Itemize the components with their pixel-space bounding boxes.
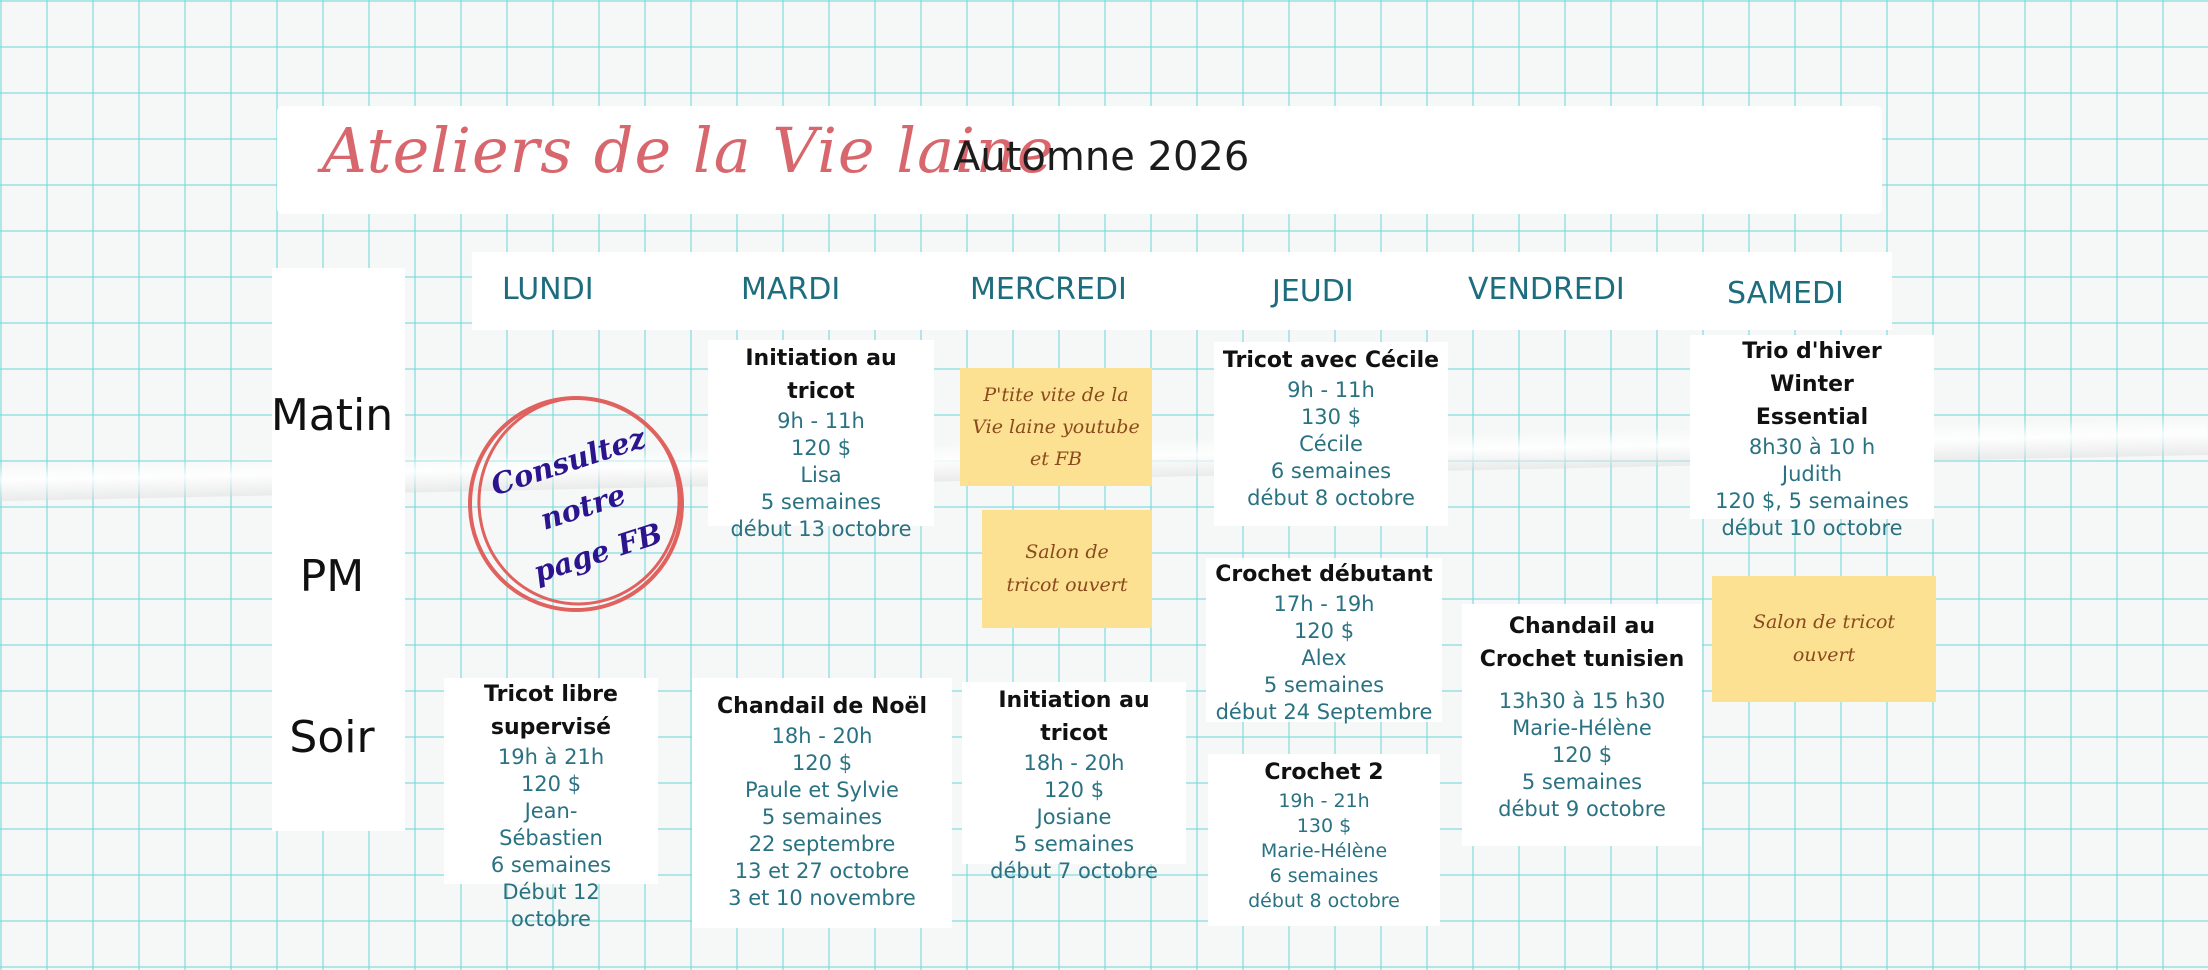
day-thursday: JEUDI: [1272, 274, 1354, 309]
course-duration: 6 semaines: [1270, 459, 1392, 483]
day-wednesday: MERCREDI: [970, 272, 1127, 307]
course-time: 18h - 20h: [1023, 751, 1125, 775]
course-time: 18h - 20h: [771, 724, 873, 748]
course-title: Trio d'hiver Winter Essential: [1742, 339, 1882, 430]
slot-afternoon: PM: [299, 551, 365, 602]
course-teacher: Judith: [1781, 462, 1843, 486]
course-card-friday-pm[interactable]: Chandail au Crochet tunisien 13h30 à 15 …: [1462, 604, 1702, 846]
course-time: 13h30 à 15 h30: [1498, 689, 1666, 713]
course-start: début 7 octobre: [990, 859, 1158, 883]
course-title: Crochet débutant: [1215, 562, 1433, 587]
day-tuesday: MARDI: [741, 272, 841, 307]
day-saturday: SAMEDI: [1727, 276, 1844, 311]
course-teacher: Marie-Hélène: [1260, 840, 1388, 862]
course-teacher: Paule et Sylvie: [745, 778, 899, 802]
course-card-tuesday-morning[interactable]: Initiation au tricot 9h - 11h 120 $ Lisa…: [708, 340, 934, 541]
day-friday: VENDREDI: [1468, 272, 1625, 307]
course-price-duration: 120 $, 5 semaines: [1715, 489, 1909, 513]
slots-column: [272, 268, 405, 831]
course-card-thursday-pm[interactable]: Crochet débutant 17h - 19h 120 $ Alex 5 …: [1206, 558, 1442, 724]
course-teacher: Lisa: [800, 463, 842, 487]
course-time: 19h - 21h: [1278, 790, 1370, 812]
course-teacher: Josiane: [1036, 805, 1112, 829]
course-start: début 9 octobre: [1498, 797, 1666, 821]
course-title: Initiation au tricot: [745, 346, 897, 404]
header-banner: Ateliers de la Vie laine Automne 2026: [277, 106, 1882, 214]
course-price: 130 $: [1300, 405, 1362, 429]
course-price: 120 $: [1551, 743, 1613, 767]
course-price: 130 $: [1296, 815, 1352, 837]
course-time: 19h à 21h: [497, 745, 605, 769]
facebook-stamp: Consultez notre page FB: [458, 390, 694, 618]
course-time: 8h30 à 10 h: [1748, 435, 1876, 459]
course-duration: 5 semaines: [1521, 770, 1643, 794]
course-teacher: Jean-Sébastien: [499, 799, 603, 850]
course-price: 120 $: [520, 772, 582, 796]
course-card-saturday-morning[interactable]: Trio d'hiver Winter Essential 8h30 à 10 …: [1690, 335, 1934, 540]
course-card-tuesday-evening[interactable]: Chandail de Noël 18h - 20h 120 $ Paule e…: [692, 678, 952, 928]
course-time: 9h - 11h: [777, 409, 865, 433]
course-card-thursday-evening[interactable]: Crochet 2 19h - 21h 130 $ Marie-Hélène 6…: [1208, 754, 1440, 926]
course-date: 3 et 10 novembre: [728, 886, 916, 910]
course-duration: 5 semaines: [1013, 832, 1135, 856]
course-start: début 8 octobre: [1247, 486, 1415, 510]
course-duration: 5 semaines: [761, 805, 883, 829]
course-card-wednesday-evening[interactable]: Initiation au tricot 18h - 20h 120 $ Jos…: [962, 682, 1186, 883]
course-start: début 10 octobre: [1721, 516, 1903, 540]
course-title: Tricot avec Cécile: [1222, 348, 1440, 373]
course-title: Tricot libre supervisé: [484, 682, 618, 740]
course-start: Début 12 octobre: [502, 880, 600, 931]
course-date: 22 septembre: [748, 832, 896, 856]
note-salon-wednesday: Salon de tricot ouvert: [982, 510, 1152, 628]
course-start: début 13 octobre: [730, 517, 912, 541]
course-start: début 8 octobre: [1248, 890, 1400, 912]
course-title: Chandail de Noël: [717, 694, 927, 719]
days-header: LUNDI MARDI MERCREDI JEUDI VENDREDI SAME…: [472, 252, 1892, 330]
course-time: 9h - 11h: [1287, 378, 1375, 402]
brand-title: Ateliers de la Vie laine: [322, 114, 1055, 187]
course-date: 13 et 27 octobre: [734, 859, 910, 883]
note-salon-saturday: Salon de tricot ouvert: [1712, 576, 1936, 702]
season-title: Automne 2026: [953, 134, 1250, 180]
note-youtube: P'tite vite de la Vie laine youtube et F…: [960, 368, 1152, 486]
course-teacher: Cécile: [1299, 432, 1363, 456]
course-price: 120 $: [1293, 619, 1355, 643]
course-card-monday-evening[interactable]: Tricot libre supervisé 19h à 21h 120 $ J…: [444, 678, 658, 931]
day-monday: LUNDI: [502, 272, 594, 307]
course-price: 120 $: [1043, 778, 1105, 802]
course-time: 17h - 19h: [1273, 592, 1375, 616]
course-start: début 24 Septembre: [1215, 700, 1433, 724]
course-card-thursday-morning[interactable]: Tricot avec Cécile 9h - 11h 130 $ Cécile…: [1214, 342, 1448, 526]
course-teacher: Marie-Hélène: [1512, 716, 1652, 740]
course-title: Crochet 2: [1264, 760, 1384, 785]
course-title: Chandail au Crochet tunisien: [1479, 614, 1685, 672]
course-title: Initiation au tricot: [998, 688, 1150, 746]
course-duration: 6 semaines: [490, 853, 612, 877]
course-duration: 5 semaines: [1263, 673, 1385, 697]
slot-morning: Matin: [270, 390, 394, 441]
slot-evening: Soir: [289, 712, 375, 763]
stamp-circle-icon: [468, 396, 684, 612]
course-duration: 6 semaines: [1269, 865, 1379, 887]
course-duration: 5 semaines: [760, 490, 882, 514]
course-price: 120 $: [790, 436, 852, 460]
course-price: 120 $: [791, 751, 853, 775]
course-teacher: Alex: [1301, 646, 1347, 670]
